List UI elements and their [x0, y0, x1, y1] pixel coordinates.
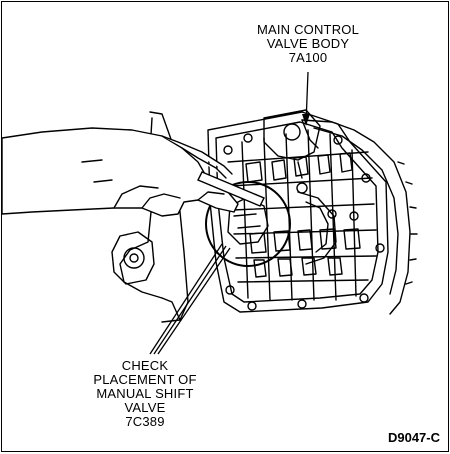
case-outline	[301, 119, 411, 315]
callout-line: MAIN CONTROL	[256, 22, 360, 37]
probe-tool	[197, 171, 265, 207]
technician-hand	[2, 127, 239, 217]
main-control-valve-callout: MAIN CONTROL VALVE BODY 7A100	[238, 23, 378, 65]
figure-code: D9047-C	[387, 430, 440, 445]
callout-line: MANUAL SHIFT	[96, 386, 194, 401]
callout-line: 7A100	[288, 50, 328, 65]
callout-line: VALVE BODY	[266, 36, 350, 51]
magnifier-circle	[205, 181, 291, 267]
leader-manual-valve	[149, 243, 223, 355]
callout-line: VALVE	[124, 400, 166, 415]
callout-line: CHECK	[121, 358, 169, 373]
callout-line: PLACEMENT OF	[93, 372, 197, 387]
callout-line: 7C389	[125, 414, 165, 429]
manual-shift-valve-callout: CHECK PLACEMENT OF MANUAL SHIFT VALVE 7C…	[70, 359, 220, 429]
valve-body-plate	[207, 111, 389, 313]
left-housing	[149, 111, 189, 323]
